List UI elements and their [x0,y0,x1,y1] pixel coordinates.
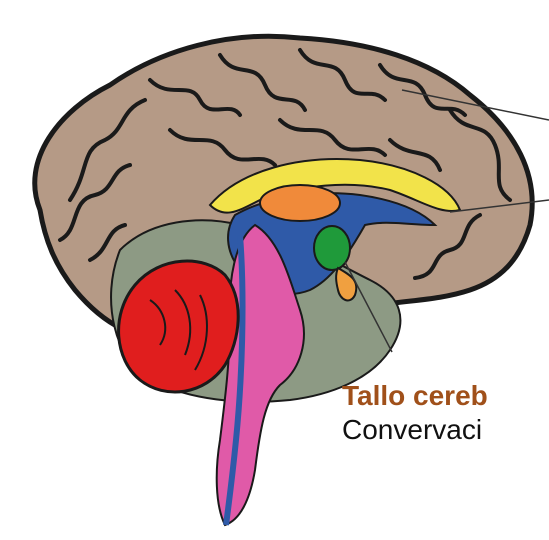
caption-title: Tallo cereb [342,380,488,412]
caption-body: Convervaci [342,414,482,446]
hypothalamus [314,226,350,270]
thalamus [260,185,340,221]
